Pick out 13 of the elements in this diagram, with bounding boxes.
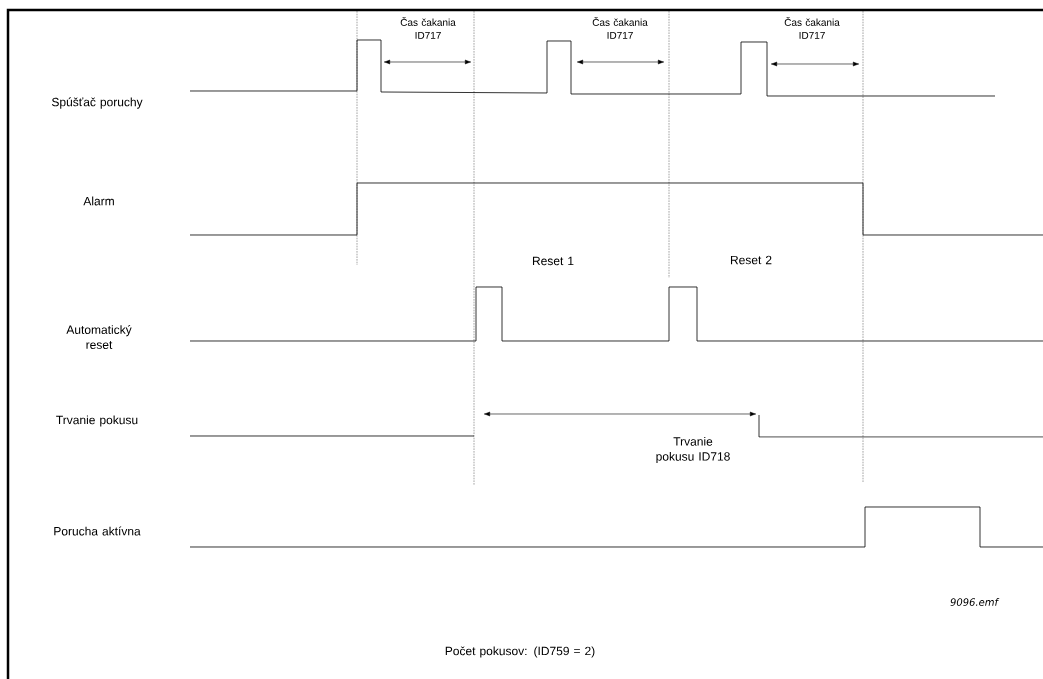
note-text: Počet pokusov: (ID759 = 2) [445, 646, 595, 658]
signal-name: Porucha aktívna [54, 526, 141, 536]
signal-name: Automatický reset [66, 325, 132, 349]
dimension-label: Čas čakania ID717 [400, 17, 456, 39]
dimension-label: Trvanie pokusu ID718 [656, 436, 730, 464]
pulse-label: Reset 1 [533, 256, 574, 266]
signal-name: Trvanie pokusu [56, 415, 138, 427]
file-name-label: 9096.emf [950, 598, 1000, 606]
dimension-label: Čas čakania ID717 [784, 17, 840, 39]
signal-name: Spúšťač poruchy [51, 97, 143, 109]
dimension-label: Čas čakania ID717 [592, 17, 648, 39]
signal-name: Alarm [83, 196, 114, 206]
pulse-label: Reset 2 [731, 255, 772, 265]
